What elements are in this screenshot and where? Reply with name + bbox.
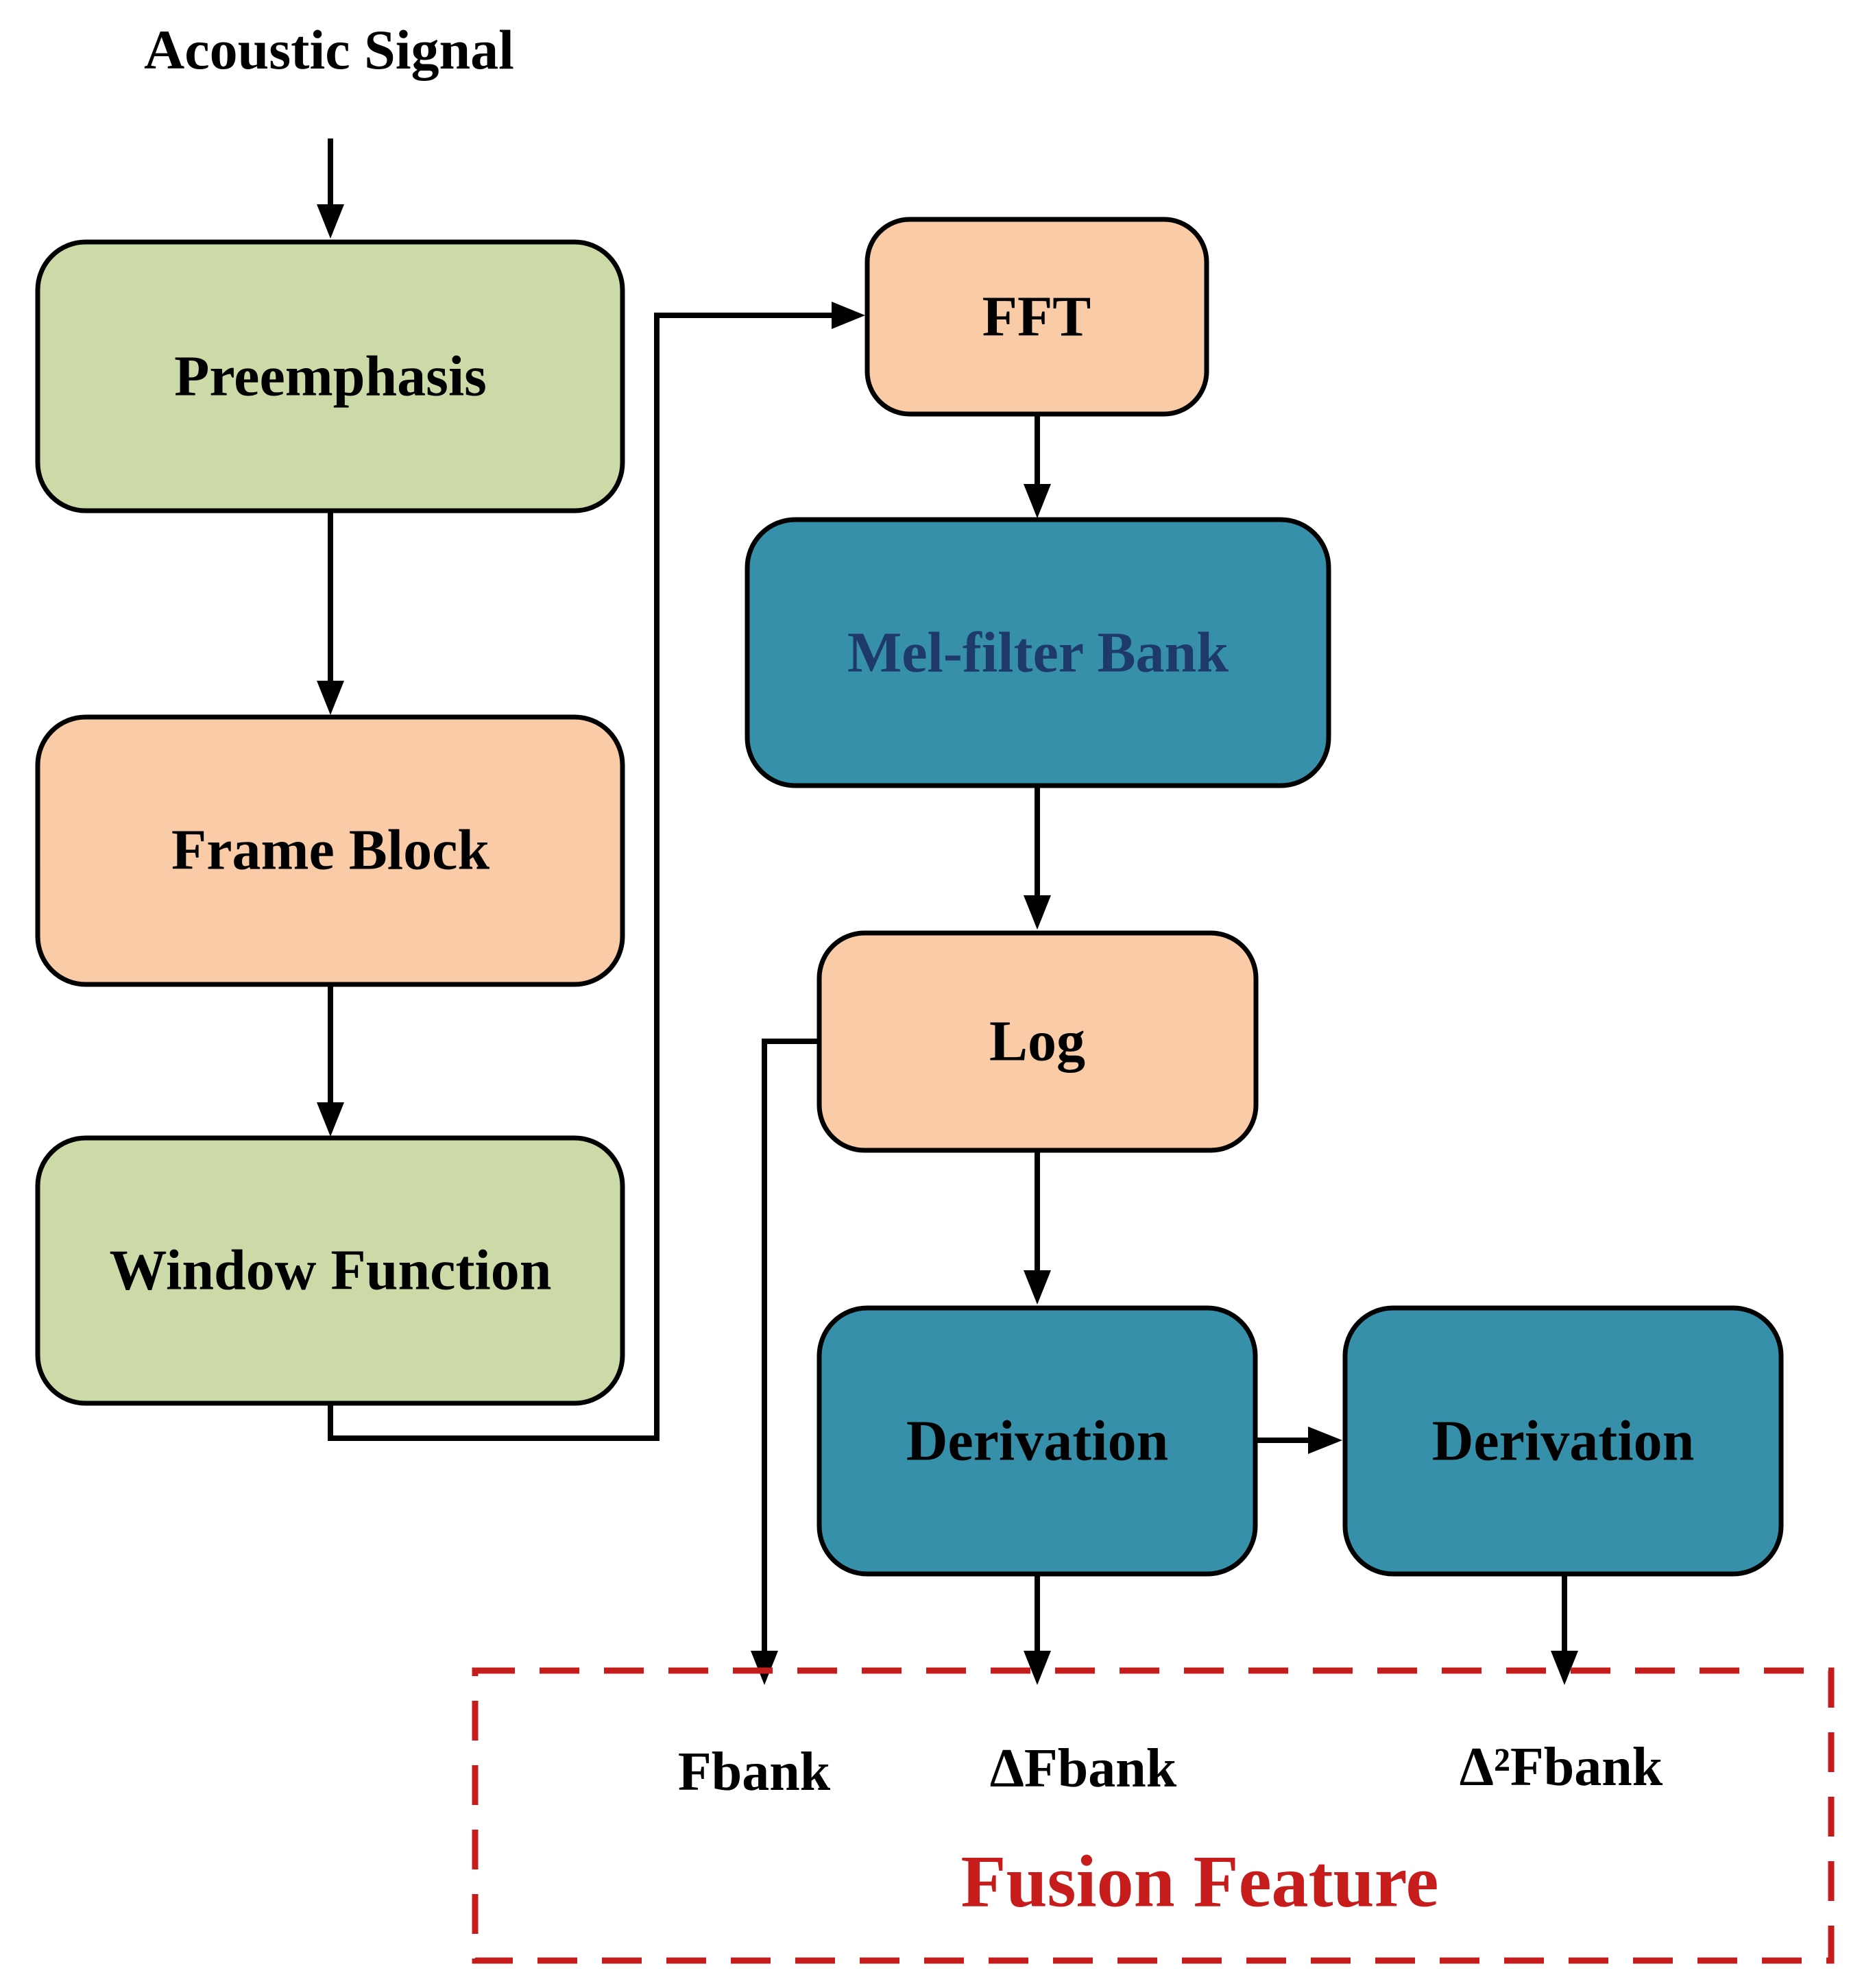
preemphasis-label: Preemphasis: [174, 345, 487, 409]
preemphasis-box: [35, 239, 625, 513]
derivation-2-label: Derivation: [1432, 1409, 1695, 1473]
node-derivation-2[interactable]: Derivation: [1342, 1305, 1784, 1577]
node-derivation-1[interactable]: Derivation: [817, 1305, 1258, 1577]
mel-filter-bank-box: [745, 517, 1331, 788]
derivation-1-label: Derivation: [906, 1409, 1169, 1473]
node-mel-filter-bank[interactable]: Mel-filter Bank: [745, 517, 1331, 788]
window-function-box: [35, 1135, 625, 1406]
arrowhead-frame-block-to-window-function: [317, 1102, 344, 1137]
node-preemphasis[interactable]: Preemphasis: [35, 239, 625, 513]
node-log[interactable]: Log: [817, 930, 1259, 1153]
arrowhead-window-function-to-fft: [832, 302, 865, 329]
fbank-output-label: Fbank: [678, 1742, 831, 1802]
node-fft[interactable]: FFT: [864, 217, 1209, 417]
arrow-window-function-to-fft: [328, 313, 833, 1441]
derivation-2-box: [1342, 1305, 1784, 1577]
node-window-function[interactable]: Window Function: [35, 1135, 625, 1406]
log-label: Log: [989, 1010, 1085, 1074]
arrowhead-derivation-1-to-delta-fbank: [1024, 1651, 1051, 1685]
connectors: [317, 138, 1578, 1685]
arrowhead-fft-to-mel-filter-bank: [1024, 484, 1051, 518]
arrowhead-derivation-2-to-delta2-fbank: [1551, 1651, 1578, 1685]
mel-filter-bank-label: Mel-filter Bank: [847, 621, 1229, 685]
delta2-fbank-output-label: Δ²Fbank: [1460, 1737, 1663, 1797]
input-label: Acoustic Signal: [144, 19, 514, 81]
arrowhead-mel-filter-bank-to-log: [1024, 895, 1051, 930]
window-function-label: Window Function: [110, 1239, 552, 1302]
fusion-feature-dashed-border: [472, 1667, 1835, 1964]
fusion-feature-group: Fbank ΔFbank Δ²Fbank Fusion Feature: [472, 1667, 1835, 1964]
fft-box: [864, 217, 1209, 417]
log-box: [817, 930, 1259, 1153]
frame-block-box: [35, 714, 625, 987]
arrowhead-log-to-derivation-1: [1024, 1270, 1051, 1305]
arrowhead-derivation-1-to-derivation-2: [1308, 1427, 1342, 1454]
arrow-log-to-fbank: [762, 1039, 819, 1652]
node-frame-block[interactable]: Frame Block: [35, 714, 625, 987]
derivation-1-box: [817, 1305, 1258, 1577]
delta-fbank-output-label: ΔFbank: [990, 1738, 1177, 1799]
frame-block-label: Frame Block: [171, 819, 489, 882]
arrowhead-preemphasis-to-frame-block: [317, 681, 344, 715]
fft-label: FFT: [982, 285, 1091, 349]
arrowhead-input-to-preemphasis: [317, 204, 344, 239]
fusion-feature-label: Fusion Feature: [961, 1841, 1439, 1923]
